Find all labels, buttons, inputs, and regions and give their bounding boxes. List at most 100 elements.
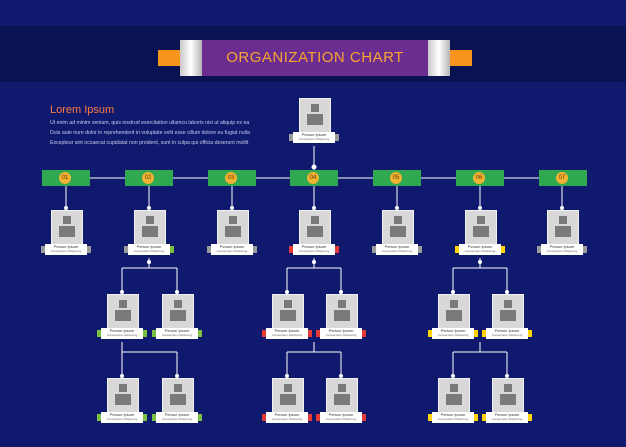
person-role: Consectetur Adipiscing [325, 417, 357, 421]
accent-right [528, 330, 532, 337]
person-icon [338, 384, 346, 392]
accent-left [289, 134, 293, 141]
person-name: Person Ipsum [440, 328, 466, 333]
accent-left [455, 246, 459, 253]
intro-line: Duis aute irure dolor in reprehenderit i… [50, 130, 250, 136]
tag-02: 02 [125, 170, 173, 186]
photo-frame [272, 378, 304, 414]
person-role: Consectetur Adipiscing [491, 417, 523, 421]
person-icon [174, 300, 182, 308]
person-role: Consectetur Adipiscing [50, 249, 82, 253]
intro-line: Excepteur sint occaecat cupidatat non pr… [50, 140, 249, 146]
person-body-icon [170, 394, 186, 405]
accent-left [482, 330, 486, 337]
person-icon [559, 216, 567, 224]
person-body-icon [280, 310, 296, 321]
chart-title: ORGANIZATION CHART [226, 49, 404, 66]
accent-right [170, 246, 174, 253]
person-icon [229, 216, 237, 224]
person-name: Person Ipsum [136, 244, 162, 249]
person-body-icon [446, 310, 462, 321]
person-role: Consectetur Adipiscing [161, 417, 193, 421]
photo-frame [217, 210, 249, 246]
person-name: Person Ipsum [301, 244, 327, 249]
photo-frame [272, 294, 304, 330]
photo-frame [162, 294, 194, 330]
accent-left [428, 330, 432, 337]
photo-frame [438, 378, 470, 414]
person-name: Person Ipsum [467, 244, 493, 249]
tag-number: 06 [473, 172, 485, 184]
person-role: Consectetur Adipiscing [216, 249, 248, 253]
person-role: Consectetur Adipiscing [546, 249, 578, 253]
person-role: Consectetur Adipiscing [161, 333, 193, 337]
person-role: Consectetur Adipiscing [437, 417, 469, 421]
photo-frame [134, 210, 166, 246]
accent-left [262, 414, 266, 421]
banner-body [180, 40, 450, 76]
person-role: Consectetur Adipiscing [271, 417, 303, 421]
person-name: Person Ipsum [274, 328, 300, 333]
photo-frame [107, 294, 139, 330]
banner-right-cap [428, 40, 450, 76]
tag-number: 01 [59, 172, 71, 184]
photo-frame [326, 294, 358, 330]
person-icon [477, 216, 485, 224]
accent-right [198, 414, 202, 421]
person-role: Consectetur Adipiscing [133, 249, 165, 253]
banner-right-tab [450, 50, 472, 66]
person-icon [284, 300, 292, 308]
person-icon [311, 216, 319, 224]
accent-right [87, 246, 91, 253]
accent-right [143, 414, 147, 421]
accent-left [41, 246, 45, 253]
person-body-icon [307, 114, 323, 125]
tag-06: 06 [456, 170, 504, 186]
person-icon [119, 300, 127, 308]
tag-number: 07 [556, 172, 568, 184]
accent-right [528, 414, 532, 421]
person-body-icon [446, 394, 462, 405]
person-icon [174, 384, 182, 392]
title-banner: ORGANIZATION CHART [158, 40, 472, 76]
photo-frame [107, 378, 139, 414]
person-icon [504, 384, 512, 392]
tag-number: 05 [390, 172, 402, 184]
person-name: Person Ipsum [549, 244, 575, 249]
accent-right [308, 414, 312, 421]
person-body-icon [500, 310, 516, 321]
person-role: Consectetur Adipiscing [298, 137, 330, 141]
accent-right [308, 330, 312, 337]
person-icon [284, 384, 292, 392]
person-icon [394, 216, 402, 224]
person-icon [311, 104, 319, 112]
accent-right [474, 414, 478, 421]
tag-05: 05 [373, 170, 421, 186]
person-name: Person Ipsum [53, 244, 79, 249]
person-icon [63, 216, 71, 224]
accent-left [428, 414, 432, 421]
person-body-icon [555, 226, 571, 237]
person-icon [504, 300, 512, 308]
accent-right [583, 246, 587, 253]
